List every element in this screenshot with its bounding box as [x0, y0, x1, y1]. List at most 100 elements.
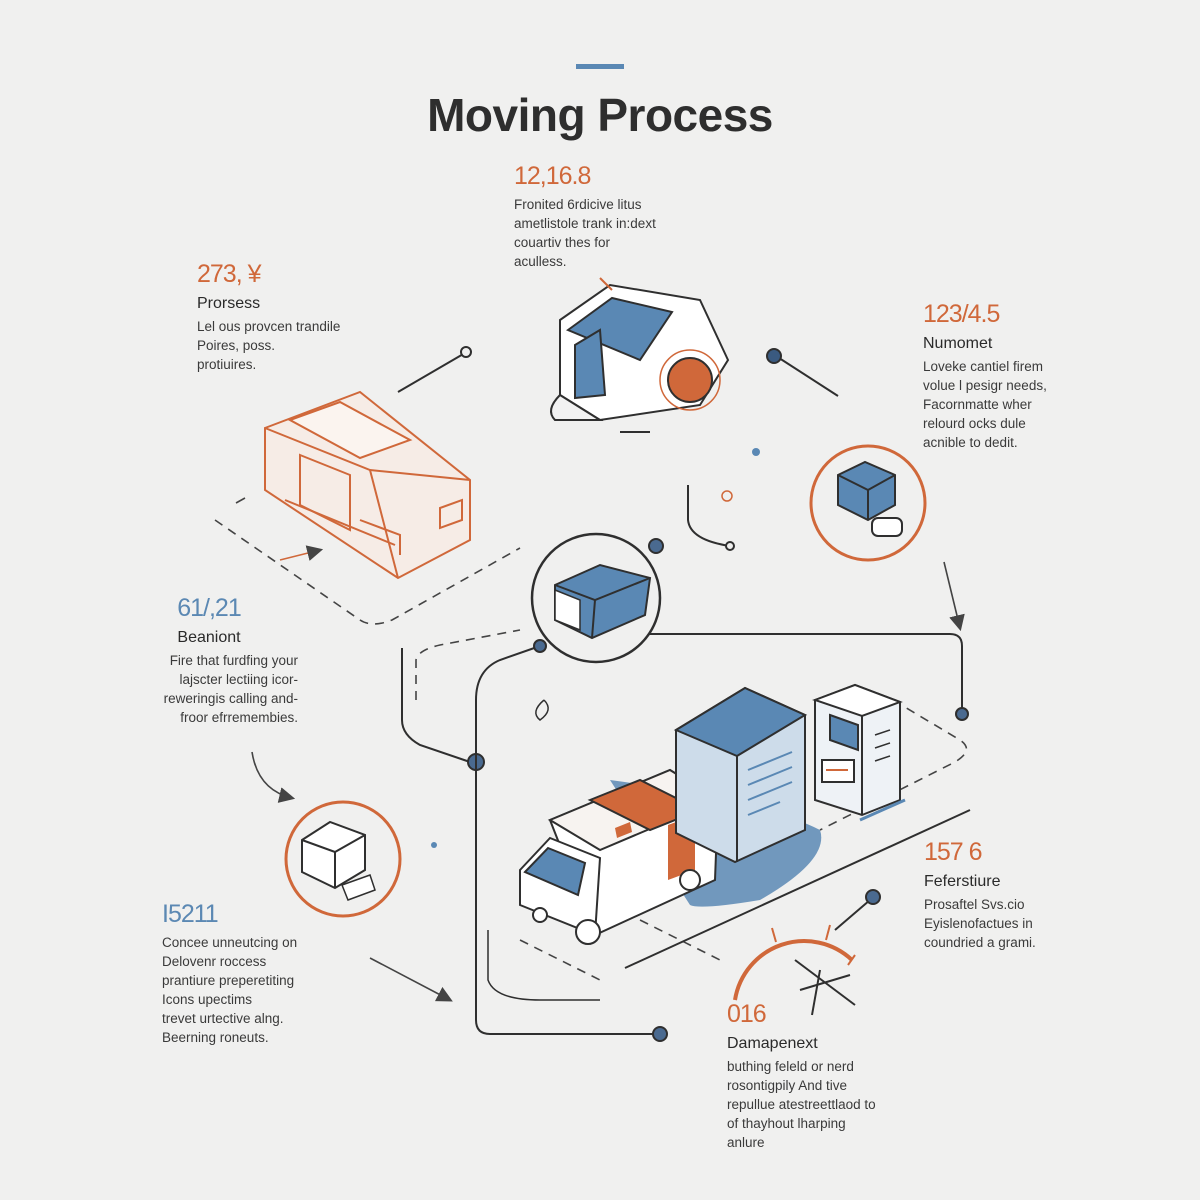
- flow-arrow: [369, 957, 453, 1002]
- callout-line: protiuires.: [197, 357, 257, 372]
- dashed-path: [639, 919, 721, 961]
- callout-line: coundried a grami.: [924, 935, 1036, 950]
- callout-line: rosontigpily And tive: [727, 1078, 848, 1093]
- flow-arrow: [251, 751, 296, 803]
- connector-line: [775, 355, 839, 397]
- box-icon: [284, 800, 402, 918]
- callout-line: Icons upectims: [162, 992, 253, 1007]
- dashed-path: [214, 519, 521, 625]
- connector-node: [460, 346, 472, 358]
- connector-node: [725, 541, 735, 551]
- callout-top: 12,16.8 Fronited 6rdicive litus ametlist…: [514, 162, 734, 271]
- callout-line: Eyislenofactues in: [924, 916, 1033, 931]
- callout-line: ametlistole trank in:dext: [514, 216, 656, 231]
- callout-body: buthing feleld or nerd rosontigpily And …: [727, 1057, 937, 1152]
- callout-heading: Damapenext: [727, 1035, 818, 1052]
- callout-right-top: 123/4.5 Numomet Loveke cantiel firem vol…: [923, 300, 1123, 452]
- callout-body: Concee unneutcing on Delovenr roccess pr…: [162, 933, 362, 1047]
- callout-line: trevet urtective alng.: [162, 1011, 284, 1026]
- flow-arrows: [235, 497, 965, 1002]
- connector-node: [865, 889, 881, 905]
- callout-number: 157 6: [924, 838, 983, 866]
- connector-line: [687, 485, 731, 547]
- callout-number: 016: [727, 1000, 767, 1028]
- connector-node: [652, 1026, 668, 1042]
- connector-node: [721, 490, 733, 502]
- callout-line: relourd ocks dule: [923, 416, 1026, 431]
- callout-body: Lel ous provcen trandile Poires, poss. p…: [197, 317, 407, 374]
- callout-body: Fire that furdfing your lajscter lectiin…: [120, 651, 298, 727]
- callout-line: volue l pesigr needs,: [923, 378, 1047, 393]
- callout-heading: Beaniont: [177, 629, 241, 646]
- connector-dot: [752, 448, 760, 456]
- callout-left-bottom: I5211 Concee unneutcing on Delovenr rocc…: [162, 900, 362, 1047]
- callout-line: Facornmatte wher: [923, 397, 1032, 412]
- printer-icon: [264, 390, 471, 580]
- callout-heading: Prorsess: [197, 295, 261, 312]
- connector-node: [648, 538, 664, 554]
- connector-line: [397, 352, 466, 393]
- callout-line: reweringis calling and-: [163, 691, 298, 706]
- page-title: Moving Process: [427, 89, 773, 141]
- connector-line: [401, 648, 471, 763]
- callout-number: I5211: [162, 900, 219, 928]
- gauge-icon: [733, 924, 856, 1016]
- callout-line: buthing feleld or nerd: [727, 1059, 854, 1074]
- callout-number: 273, ¥: [197, 260, 262, 288]
- dashed-paths: [214, 519, 968, 981]
- connector-node: [766, 348, 782, 364]
- connector-lines: [397, 346, 969, 1042]
- connector-line: [630, 633, 963, 712]
- flow-arrow: [943, 561, 965, 632]
- callout-line: Poires, poss.: [197, 338, 276, 353]
- connector-dot: [431, 842, 437, 848]
- connector-loop: [535, 699, 549, 721]
- flow-tick: [235, 497, 246, 504]
- callout-number: 123/4.5: [923, 300, 1000, 328]
- callout-heading: Feferstiure: [924, 873, 1001, 890]
- callout-number: 61/,21: [177, 594, 242, 622]
- storage-building-icon: [673, 686, 808, 864]
- connector-line: [475, 645, 660, 1035]
- callout-line: anlure: [727, 1135, 765, 1150]
- kiosk-icon: [812, 683, 906, 822]
- connector-line: [834, 899, 871, 931]
- callout-body: Prosaftel Svs.cio Eyislenofactues in cou…: [924, 895, 1114, 952]
- callout-left-top: 273, ¥ Prorsess Lel ous provcen trandile…: [197, 260, 407, 374]
- callout-line: Fire that furdfing your: [169, 653, 298, 668]
- box-icon: [530, 532, 662, 664]
- callout-left-mid: 61/,21 Beaniont Fire that furdfing your …: [120, 594, 298, 727]
- callout-line: aculless.: [514, 254, 567, 269]
- callout-line: Concee unneutcing on: [162, 935, 298, 950]
- callout-line: Lel ous provcen trandile: [197, 319, 341, 334]
- connector-line: [487, 930, 600, 1001]
- callout-right-mid: 157 6 Feferstiure Prosaftel Svs.cio Eyis…: [924, 838, 1114, 952]
- callout-heading: Numomet: [923, 335, 993, 352]
- title-accent-bar: [576, 64, 624, 69]
- callout-bottom: 016 Damapenext buthing feleld or nerd ro…: [727, 1000, 937, 1152]
- callout-line: Loveke cantiel firem: [923, 359, 1044, 374]
- box-on-dolly-icon: [809, 444, 927, 562]
- callout-line: Fronited 6rdicive litus: [514, 197, 642, 212]
- dashed-path: [415, 629, 521, 700]
- ground-line: [624, 809, 971, 969]
- callout-line: acnible to dedit.: [923, 435, 1018, 450]
- connector-node: [533, 639, 547, 653]
- connector-node: [955, 707, 969, 721]
- callout-number: 12,16.8: [514, 162, 591, 190]
- dashed-path: [519, 939, 601, 981]
- callout-line: couartiv thes for: [514, 235, 611, 250]
- callout-line: repullue atestreettlaod to: [727, 1097, 876, 1112]
- callout-body: Loveke cantiel firem volue l pesigr need…: [923, 357, 1123, 452]
- callout-line: of thayhout lharping: [727, 1116, 846, 1131]
- callout-line: froor efrremembies.: [180, 710, 298, 725]
- callout-line: Delovenr roccess: [162, 954, 267, 969]
- callout-line: Prosaftel Svs.cio: [924, 897, 1025, 912]
- callout-line: lajscter lectiing icor-: [179, 672, 298, 687]
- callout-body: Fronited 6rdicive litus ametlistole tran…: [514, 195, 734, 271]
- callout-line: prantiure preperetiting: [162, 973, 295, 988]
- flow-arrow: [279, 545, 324, 561]
- camper-van-icon: [550, 277, 730, 433]
- callout-line: Beerning roneuts.: [162, 1030, 269, 1045]
